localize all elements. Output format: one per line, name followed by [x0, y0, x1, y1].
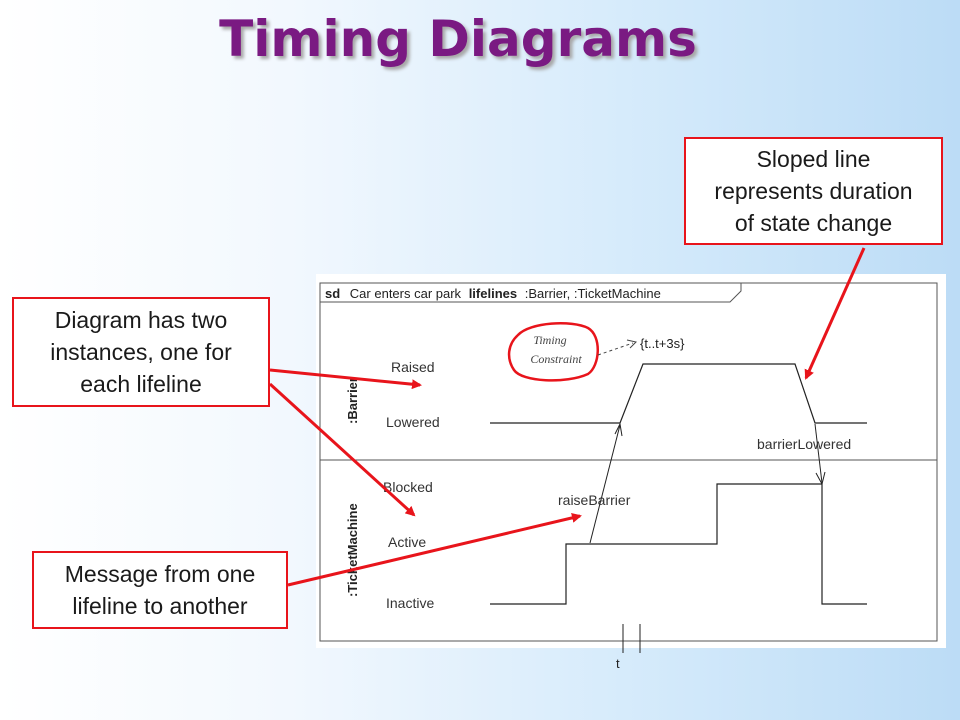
- constraint-dashed-link: [597, 342, 634, 356]
- lifeline-name-ticketmachine: :TicketMachine: [345, 503, 360, 597]
- keyword-sd: sd: [325, 286, 340, 301]
- timing-note-line: Timing: [533, 333, 566, 347]
- sloped-line-pointer-arrow: [804, 247, 866, 380]
- frame-heading-tab: [320, 283, 742, 303]
- message-arrowhead: [815, 471, 826, 486]
- timing-note-line: Constraint: [530, 352, 582, 366]
- barrier-lowered-message: [814, 423, 823, 484]
- frame-heading: sd Car enters car park lifelines :Barrie…: [325, 286, 661, 301]
- callout-two-instances: Diagram has two instances, one for each …: [12, 297, 270, 407]
- lifeline-name-barrier: :Barrier: [345, 377, 360, 424]
- callout-line: of state change: [734, 210, 893, 236]
- raise-barrier-message: [589, 424, 621, 544]
- state-label-raised: Raised: [391, 359, 435, 375]
- interaction-name: Car enters car park: [350, 286, 462, 301]
- callout-sloped-line: Sloped line represents duration of state…: [684, 137, 943, 245]
- ticketmachine-state-line: [490, 483, 867, 605]
- callout-line: Message from one: [64, 561, 256, 587]
- callout-line: Diagram has two: [54, 307, 228, 333]
- message-arrowhead: [614, 422, 623, 437]
- constraint-link-arrowhead: [626, 339, 637, 349]
- message-label-lower: barrierLowered: [757, 436, 851, 452]
- state-label-inactive: Inactive: [386, 595, 434, 611]
- callout-line: lifeline to another: [72, 593, 248, 619]
- timing-constraint-expression: {t..t+3s}: [640, 336, 685, 351]
- callout-line: represents duration: [714, 178, 913, 204]
- slide-title: Timing Diagrams: [219, 10, 697, 68]
- diagram-frame: [319, 282, 938, 642]
- barrier-state-line: [490, 363, 867, 424]
- callout-line: instances, one for: [50, 339, 232, 365]
- callout-line: each lifeline: [80, 371, 202, 397]
- ticketmachine-pointer-arrow: [268, 382, 416, 517]
- message-pointer-arrow: [287, 512, 582, 587]
- message-label-raise: raiseBarrier: [558, 492, 631, 508]
- timing-constraint-circle: [507, 322, 599, 382]
- keyword-lifelines: lifelines: [469, 286, 517, 301]
- state-label-active: Active: [388, 534, 426, 550]
- callout-message: Message from one lifeline to another: [32, 551, 288, 629]
- callout-line: Sloped line: [756, 146, 871, 172]
- time-marker-label: t: [616, 656, 620, 671]
- state-label-lowered: Lowered: [386, 414, 440, 430]
- state-label-blocked: Blocked: [383, 479, 433, 495]
- lifeline-list: :Barrier, :TicketMachine: [525, 286, 661, 301]
- barrier-pointer-arrow: [269, 368, 422, 390]
